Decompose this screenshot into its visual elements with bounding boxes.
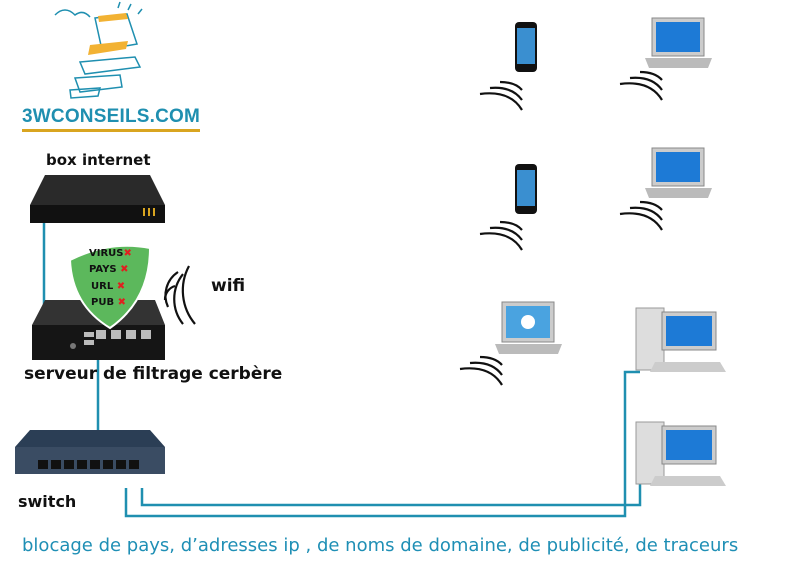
server-label: serveur de filtrage cerbère: [24, 364, 283, 384]
wifi-waves-icon: [619, 70, 663, 101]
switch-device: [15, 430, 165, 474]
wifi-waves-icon: [479, 220, 523, 251]
smartphone-device: [515, 164, 537, 214]
windows-laptop-device: [645, 17, 712, 68]
switch-ports: [38, 460, 139, 469]
logo-computer-icon: [54, 1, 143, 99]
windows-desktop-device: [635, 307, 726, 372]
switch-label: switch: [18, 492, 77, 511]
shield-item-virus: VIRUS✖: [89, 248, 132, 259]
wifi-waves-icon: [459, 355, 503, 386]
shield-icon: [68, 244, 152, 330]
logo-text: 3WCONSEILS.COM: [22, 106, 201, 132]
wifi-icon: [163, 265, 196, 325]
wifi-waves-icon: [479, 80, 523, 111]
wifi-waves-icon: [619, 200, 663, 231]
windows-desktop-device: [635, 421, 726, 486]
windows-laptop-device: [645, 147, 712, 198]
shield-item-pays: PAYS ✖: [89, 264, 129, 275]
shield-item-pub: PUB ✖: [91, 297, 126, 308]
cables: [42, 222, 642, 518]
smartphone-device: [515, 22, 537, 72]
wifi-label: wifi: [211, 276, 246, 296]
shield-item-url: URL ✖: [91, 281, 126, 292]
mac-laptop-device: [495, 301, 562, 354]
box-internet-device: [30, 175, 165, 223]
box-internet-label: box internet: [46, 151, 151, 169]
caption: blocage de pays, d’adresses ip , de noms…: [22, 535, 739, 556]
